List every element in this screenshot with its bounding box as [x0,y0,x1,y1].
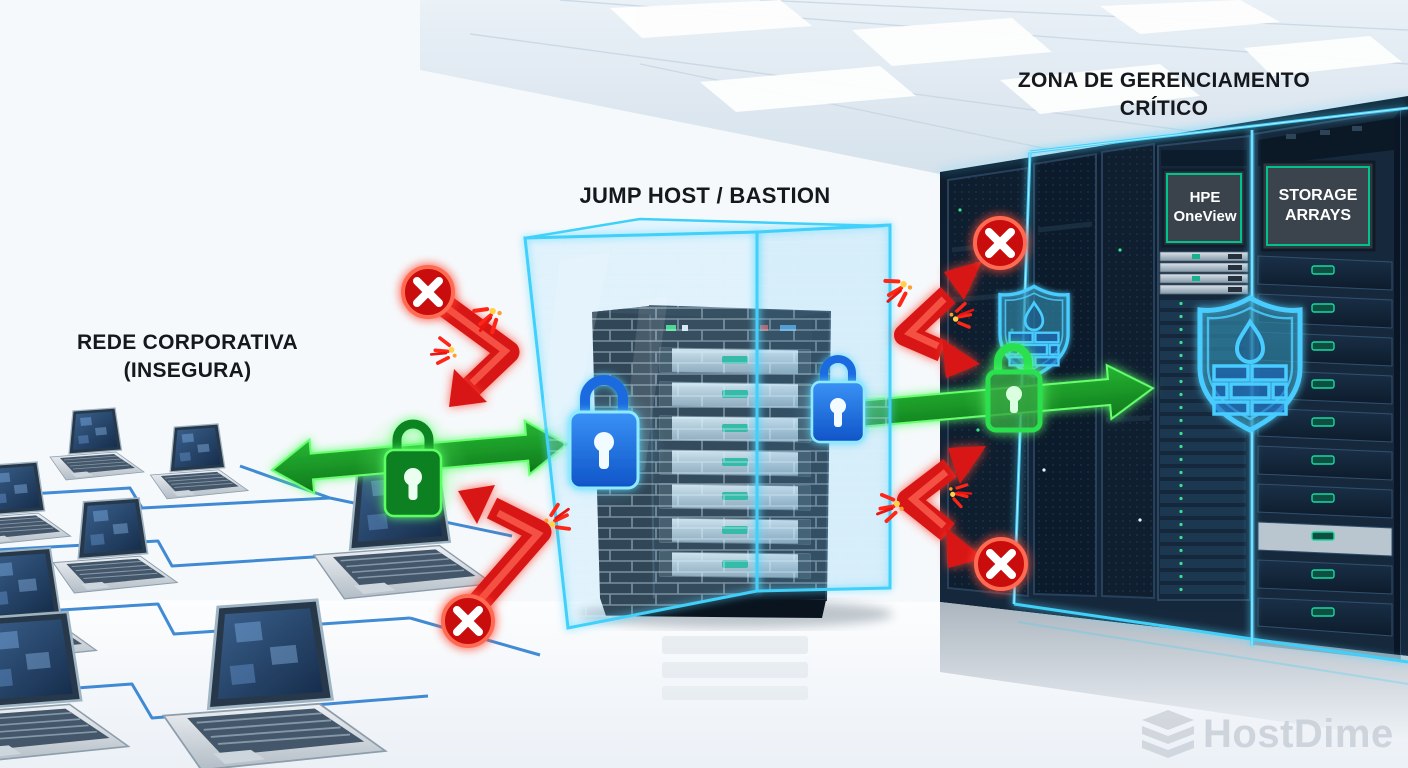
storage-unit-labels [1311,265,1335,617]
ceiling [420,0,1408,174]
blocked-x-icon [392,256,464,328]
label-bastion-zone: JUMP HOST / BASTION [540,181,870,210]
rack-display-hpe-oneview: HPE OneView [1165,172,1245,244]
rack-servers-thin [1159,251,1249,295]
blocked-attack-arrow-bottom-left [458,485,552,618]
blocked-x-icon [964,207,1036,279]
hostdime-watermark: HostDime [1142,710,1394,758]
label-corporate-line1: REDE CORPORATIVA [76,331,299,354]
padlock-blue-right-icon [810,355,866,444]
rack-floor-reflection [940,602,1408,740]
label-critical-line1: ZONA DE GERENCIAMENTO [1017,69,1311,92]
blocked-x-icon [965,528,1037,600]
firewall-shield-icon-large [1197,295,1303,433]
bastion-rack-reflection [662,636,808,700]
padlock-blue-left-icon [568,375,640,490]
label-critical-zone: ZONA DE GERENCIAMENTO CRÍTICO [1003,67,1325,122]
blocked-x-icon [432,585,504,657]
storage-display-line1: STORAGE [1278,187,1358,204]
hostdime-brand-text: HostDime [1203,711,1394,756]
label-corporate-line2: (INSEGURA) [123,358,252,382]
hostdime-logo-icon [1142,710,1194,758]
blocked-attack-arrow-top-right [894,261,982,378]
padlock-green-icon [383,419,443,518]
label-bastion-text: JUMP HOST / BASTION [579,183,831,208]
hpe-display-line1: HPE [1189,189,1221,207]
label-corporate-zone: REDE CORPORATIVA (INSEGURA) [55,329,320,384]
rack-display-storage-arrays: STORAGE ARRAYS [1264,166,1372,246]
padlock-green-outline-icon [985,343,1043,433]
floor [0,600,1408,768]
storage-display-line2: ARRAYS [1284,207,1352,224]
label-critical-line2: CRÍTICO [1119,96,1209,120]
blocked-attack-arrow-top-left [433,292,520,407]
hpe-display-line2: OneView [1173,208,1237,225]
ceiling-light-panel [610,0,1402,114]
